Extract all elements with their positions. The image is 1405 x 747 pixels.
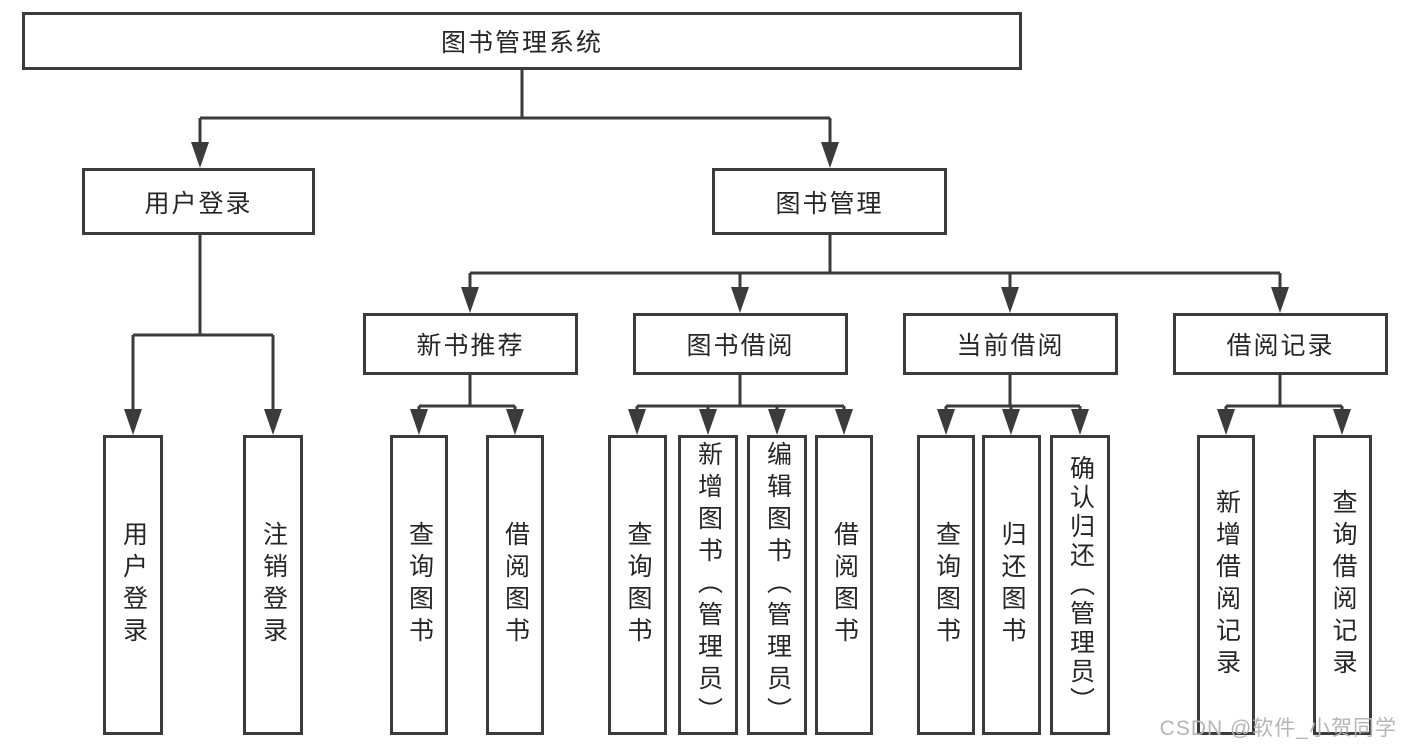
- node-label: 借阅记录: [1226, 332, 1335, 360]
- node-current-borrowing: 当前借阅: [903, 313, 1118, 375]
- node-label: 当前借阅: [956, 332, 1065, 360]
- leaf-query-books-recommend: 查询图书: [390, 435, 448, 735]
- node-label: 图书管理: [775, 189, 884, 218]
- leaf-return-books: 归还图书: [982, 435, 1041, 735]
- node-label: 图书借阅: [686, 332, 795, 360]
- leaf-label: 借阅图书: [830, 521, 859, 649]
- leaf-label: 新增借阅记录: [1212, 489, 1241, 681]
- leaf-add-borrow-record: 新增借阅记录: [1197, 435, 1255, 735]
- leaf-label: 新增图书（管理员）: [694, 441, 723, 729]
- node-label: 用户登录: [144, 189, 253, 218]
- leaf-query-borrow-record: 查询借阅记录: [1313, 435, 1372, 735]
- leaf-label: 归还图书: [998, 521, 1026, 649]
- leaf-query-books-borrowing: 查询图书: [608, 435, 667, 735]
- leaf-query-books-current: 查询图书: [917, 435, 975, 735]
- leaf-borrow-books-recommend: 借阅图书: [486, 435, 544, 735]
- node-label: 新书推荐: [416, 332, 525, 360]
- leaf-confirm-return-admin: 确认归还（管理员）: [1050, 435, 1110, 735]
- leaf-label: 查询图书: [624, 521, 652, 649]
- node-library-management-system: 图书管理系统: [22, 12, 1022, 70]
- leaf-label: 查询图书: [932, 521, 961, 649]
- node-new-book-recommendation: 新书推荐: [363, 313, 578, 375]
- leaf-label: 编辑图书（管理员）: [763, 441, 792, 729]
- node-label: 图书管理系统: [440, 29, 603, 57]
- leaf-label: 注销登录: [259, 521, 288, 649]
- node-book-management: 图书管理: [712, 168, 947, 235]
- node-book-borrowing: 图书借阅: [633, 313, 848, 375]
- leaf-label: 借阅图书: [501, 521, 530, 649]
- leaf-logout: 注销登录: [243, 435, 303, 735]
- leaf-edit-books-admin: 编辑图书（管理员）: [747, 435, 807, 735]
- csdn-watermark: CSDN @软件_小贺同学: [1159, 717, 1397, 740]
- leaf-label: 用户登录: [119, 521, 148, 649]
- leaf-borrow-books: 借阅图书: [815, 435, 873, 735]
- leaf-user-login: 用户登录: [103, 435, 163, 735]
- node-user-login: 用户登录: [82, 168, 315, 235]
- leaf-label: 查询图书: [405, 521, 434, 649]
- leaf-label: 查询借阅记录: [1329, 489, 1357, 681]
- node-borrowing-records: 借阅记录: [1173, 313, 1388, 375]
- leaf-add-books-admin: 新增图书（管理员）: [678, 435, 738, 735]
- leaf-label: 确认归还（管理员）: [1066, 454, 1095, 716]
